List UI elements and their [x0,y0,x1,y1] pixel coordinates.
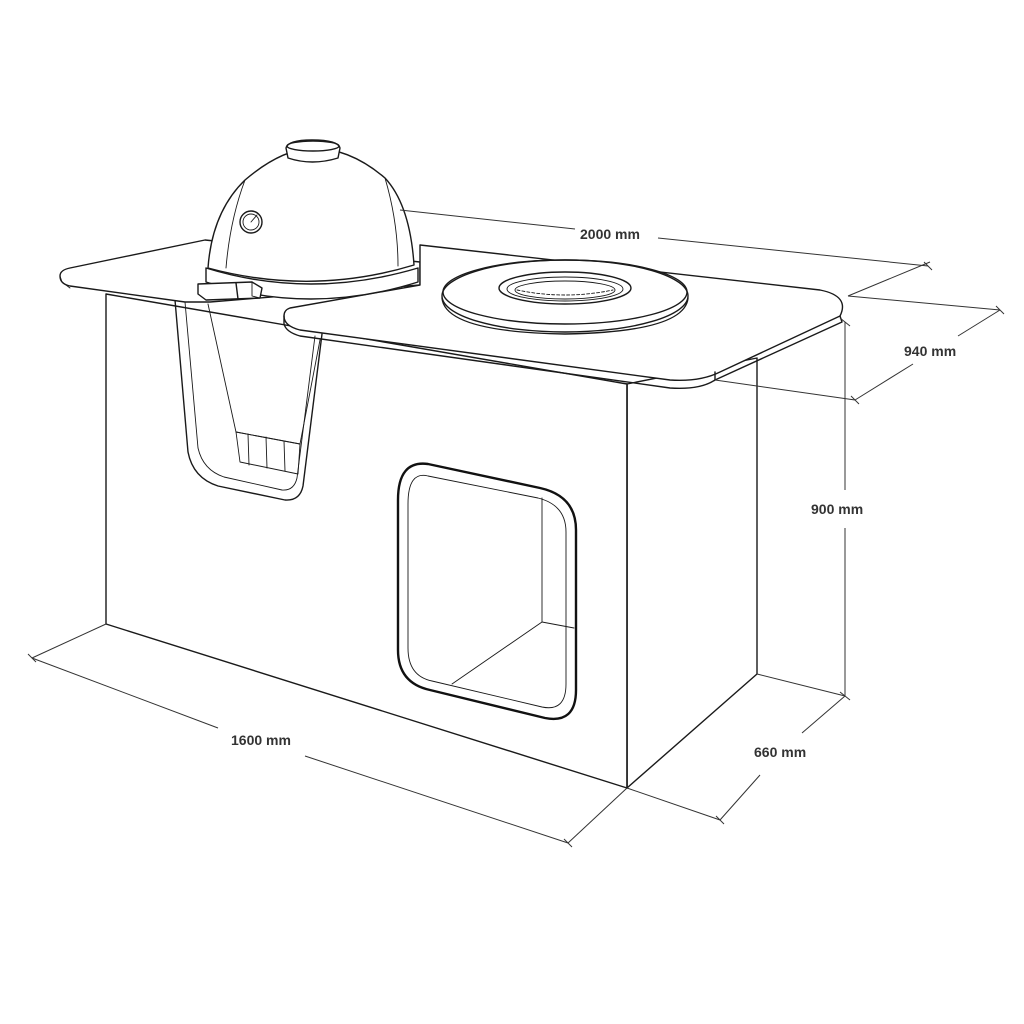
dimension-label-top-depth: 940 mm [904,343,956,359]
dimension-label-height: 900 mm [811,501,863,517]
grill-recess [174,299,323,501]
dimension-label-base-depth: 660 mm [754,744,806,760]
base-right-side [626,357,758,789]
dimension-label-top-length: 2000 mm [580,226,640,242]
cooking-ring [441,259,689,335]
dimension-lines [27,209,1005,848]
thermometer-icon [239,210,263,234]
base-front-face [105,293,628,789]
kamado-grill [197,139,419,301]
storage-opening-rim [396,462,578,721]
storage-opening [396,462,578,721]
grill-dome [207,147,415,282]
island-base [105,293,758,789]
dimension-label-base-length: 1600 mm [231,732,291,748]
